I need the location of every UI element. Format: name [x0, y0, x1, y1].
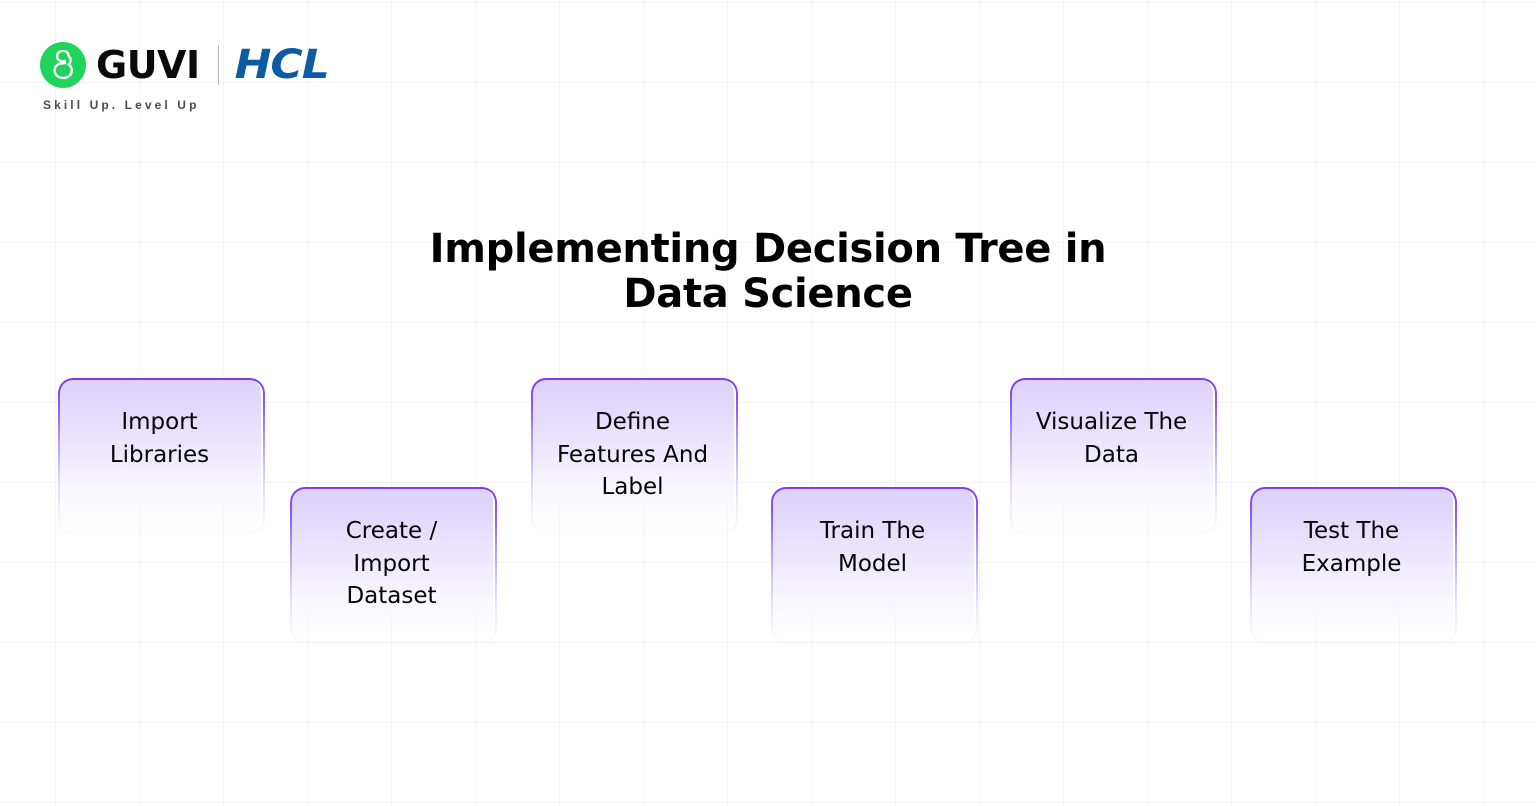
step-card-6[interactable]: Test The Example [1250, 487, 1453, 639]
step-card-label: Create / Import Dataset [345, 518, 438, 610]
hcl-wordmark: HCL [234, 41, 330, 88]
step-card-1[interactable]: Import Libraries [58, 378, 261, 530]
page-title: Implementing Decision Tree in Data Scien… [429, 225, 1107, 317]
step-card-label: Train The Model [819, 518, 926, 577]
step-card-label: Visualize The Data [1035, 409, 1188, 468]
step-card-5[interactable]: Visualize The Data [1010, 378, 1213, 530]
guvi-logo-icon [40, 42, 86, 88]
step-card-label: Define Features And Label [556, 409, 709, 501]
step-card-label: Test The Example [1301, 518, 1402, 577]
brand-tagline: Skill Up. Level Up [43, 98, 200, 112]
brand-divider [217, 45, 219, 85]
step-card-2[interactable]: Create / Import Dataset [290, 487, 493, 639]
guvi-wordmark: GUVI [96, 43, 200, 87]
brand-logo-row: GUVI HCL [40, 40, 330, 90]
step-card-3[interactable]: Define Features And Label [531, 378, 734, 530]
step-card-4[interactable]: Train The Model [771, 487, 974, 639]
brand-header: GUVI HCL Skill Up. Level Up [40, 40, 330, 112]
step-card-label: Import Libraries [109, 409, 210, 468]
